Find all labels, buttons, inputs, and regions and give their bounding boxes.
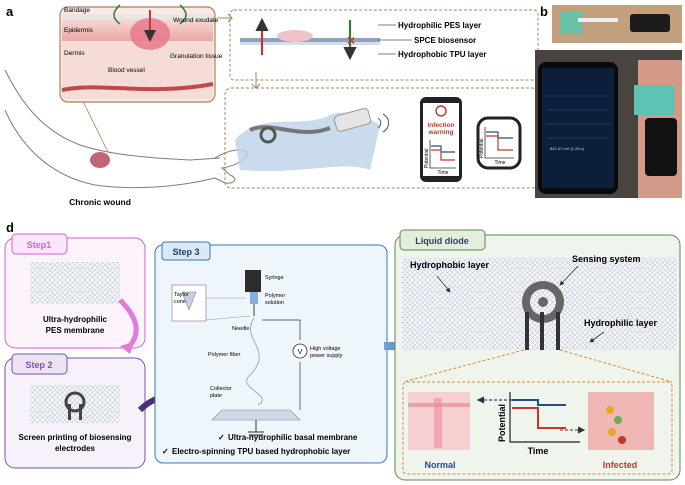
svg-text:Wound exudate: Wound exudate <box>173 17 219 24</box>
svg-text:Time: Time <box>438 170 449 176</box>
phone-reading: 842.47 mV (1.28 s) <box>550 146 585 151</box>
step1-title: Step1 <box>27 240 52 250</box>
svg-text:SPCE biosensor: SPCE biosensor <box>414 36 476 45</box>
panel-label-a: a <box>6 4 14 19</box>
panel-label-d: d <box>6 220 14 235</box>
svg-text:High voltage: High voltage <box>310 346 341 352</box>
svg-text:power supply: power supply <box>310 353 343 359</box>
svg-text:plate: plate <box>210 393 222 399</box>
svg-text:×: × <box>347 32 355 48</box>
hydrophilic-label: Hydrophilic layer <box>584 318 658 328</box>
liquid-diode-title: Liquid diode <box>415 236 469 246</box>
svg-text:Potential: Potential <box>479 139 485 158</box>
step3-labels: Syringe Polymer solution Taylor cone Nee… <box>174 275 343 399</box>
svg-text:Polymer: Polymer <box>265 293 285 299</box>
inset-labels: Bandage Epidermis Dermis Wound exudate B… <box>64 7 223 74</box>
svg-text:cone: cone <box>174 299 186 305</box>
svg-text:Taylor: Taylor <box>174 292 189 298</box>
step2-title: Step 2 <box>25 360 52 370</box>
svg-text:Electro-spinning TPU based hyd: Electro-spinning TPU based hydrophobic l… <box>172 447 350 456</box>
infection-warning-1: Infection <box>427 122 454 129</box>
diode-chart-xlabel: Time <box>528 446 549 456</box>
step3-checklist: ✓ Ultra-hydrophilic basal membrane ✓ Ele… <box>162 433 358 456</box>
normal-label: Normal <box>424 460 455 470</box>
chronic-wound-caption: Chronic wound <box>69 197 131 207</box>
diode-chart-ylabel: Potential <box>497 404 507 442</box>
svg-text:PES membrane: PES membrane <box>46 326 105 335</box>
svg-text:Time: Time <box>495 160 506 166</box>
smartwatch-device <box>476 116 522 170</box>
arm-drawing <box>4 69 248 189</box>
svg-text:✓: ✓ <box>162 447 169 456</box>
svg-text:solution: solution <box>265 300 284 306</box>
wound-spot <box>90 152 110 168</box>
svg-text:Screen printing of biosensing: Screen printing of biosensing <box>19 433 132 442</box>
detail-box <box>402 381 673 475</box>
voltmeter-icon <box>292 343 308 359</box>
wearable-system-box <box>224 87 539 189</box>
svg-text:Syringe: Syringe <box>265 275 284 281</box>
svg-text:Ultra-hydrophilic basal membra: Ultra-hydrophilic basal membrane <box>228 433 358 442</box>
svg-text:Granulation tissue: Granulation tissue <box>170 53 223 60</box>
svg-text:Ultra-hydrophilic: Ultra-hydrophilic <box>43 315 108 324</box>
panel-label-b: b <box>540 4 548 19</box>
svg-text:Needle: Needle <box>232 326 249 332</box>
hydrophobic-label: Hydrophobic layer <box>410 260 490 270</box>
svg-text:Epidermis: Epidermis <box>64 27 94 34</box>
svg-text:Collector: Collector <box>210 386 232 392</box>
svg-text:Hydrophilic PES layer: Hydrophilic PES layer <box>398 21 481 30</box>
svg-text:✓: ✓ <box>218 433 225 442</box>
layer-schematic-box <box>229 9 539 81</box>
step3-box <box>154 244 388 464</box>
svg-text:Potential: Potential <box>424 149 430 168</box>
infection-warning-2: warning <box>428 129 454 136</box>
sensing-label: Sensing system <box>572 254 641 264</box>
layer-labels: Hydrophilic PES layer SPCE biosensor Hyd… <box>398 21 486 59</box>
step3-title: Step 3 <box>172 247 199 257</box>
svg-text:Polymer fiber: Polymer fiber <box>208 352 241 358</box>
svg-text:Bandage: Bandage <box>64 7 90 14</box>
svg-text:V: V <box>298 349 303 356</box>
svg-text:Hydrophobic TPU layer: Hydrophobic TPU layer <box>398 50 486 59</box>
infected-label: Infected <box>603 460 638 470</box>
svg-text:Blood vessel: Blood vessel <box>108 67 145 74</box>
svg-text:Dermis: Dermis <box>64 50 85 57</box>
svg-text:electrodes: electrodes <box>55 444 96 453</box>
